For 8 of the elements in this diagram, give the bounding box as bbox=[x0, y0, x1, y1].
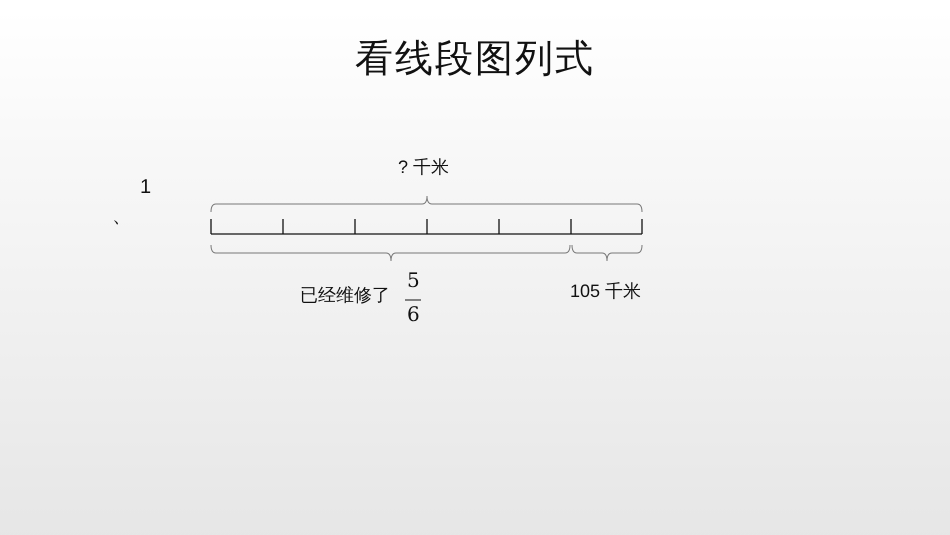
fraction-numerator: 5 bbox=[407, 270, 420, 290]
punctuation-mark: 、 bbox=[112, 206, 132, 226]
distance-label: 105 千米 bbox=[570, 282, 642, 300]
progress-label: 已经维修了 bbox=[300, 286, 390, 304]
question-number: 1 bbox=[140, 177, 152, 197]
title: 看线段图列式 bbox=[354, 40, 596, 78]
distance-label: ? 千米 bbox=[398, 158, 450, 176]
fraction-denominator: 6 bbox=[407, 304, 420, 324]
